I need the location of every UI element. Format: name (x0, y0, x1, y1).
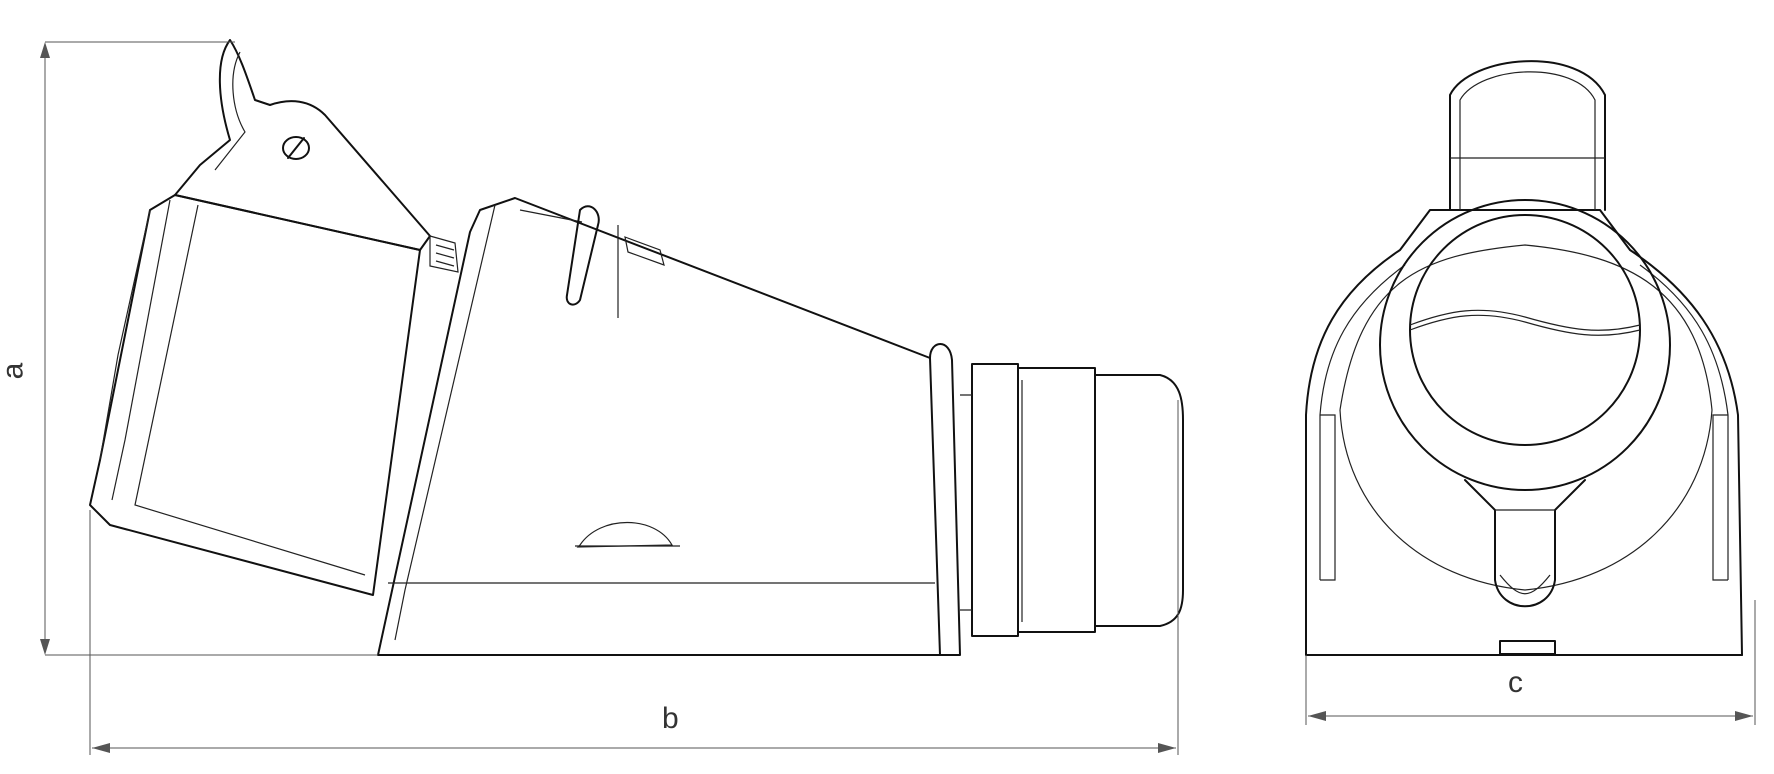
gland-cap (1094, 374, 1184, 627)
socket-head-inner-edge (134, 204, 366, 576)
dimension-b (89, 400, 1179, 755)
mounting-boss (576, 521, 674, 548)
front-lid (1449, 60, 1606, 211)
dimension-label-c: c (1508, 666, 1523, 699)
front-outer-arc (1339, 244, 1713, 411)
arrow-a-bottom (40, 639, 50, 655)
arrow-c-left (1308, 711, 1326, 721)
lid-screw (282, 136, 310, 160)
socket-head-front-face (99, 209, 151, 461)
front-side-wall-right (1639, 264, 1729, 580)
socket-shutter-line (1409, 314, 1641, 336)
gland-nut (1017, 367, 1096, 633)
dimension-c (1305, 600, 1756, 725)
latch-tab (565, 205, 600, 306)
socket-outer-ring (1379, 199, 1671, 491)
hinged-lid-edge (214, 51, 246, 171)
gland-ring (971, 363, 1019, 637)
hinged-lid (174, 39, 431, 251)
front-lid-inner (1459, 71, 1596, 210)
hinge-detail (429, 235, 459, 273)
gland-ring-inner (960, 394, 972, 611)
front-view (1305, 60, 1743, 656)
side-view (89, 39, 1184, 656)
vent-slot (624, 236, 665, 266)
dimension-label-a: a (0, 363, 29, 380)
housing-outline (377, 197, 941, 656)
socket-shutter-line-2 (1409, 309, 1641, 331)
lid-screw-slot (287, 137, 305, 159)
arrow-a-top (40, 42, 50, 58)
dimension-label-b: b (662, 702, 679, 735)
front-housing-outline (1305, 209, 1743, 656)
arrow-b-left (92, 743, 110, 753)
front-side-notch-right (1712, 414, 1728, 581)
front-latch (1464, 479, 1586, 608)
socket-head-outline (89, 194, 421, 596)
front-side-notch-left (1320, 414, 1336, 581)
housing-collar (394, 204, 496, 641)
dimension-a (40, 41, 378, 656)
front-base-clip (1499, 640, 1556, 655)
housing-top-edge (519, 209, 583, 223)
front-lower-arc (1339, 409, 1713, 591)
arrow-b-right (1158, 743, 1176, 753)
rear-flange (929, 343, 961, 656)
front-side-wall-left (1319, 264, 1406, 580)
socket-head-front-face-2 (111, 199, 171, 501)
arrow-c-right (1735, 711, 1753, 721)
front-latch-inner (1495, 509, 1555, 595)
